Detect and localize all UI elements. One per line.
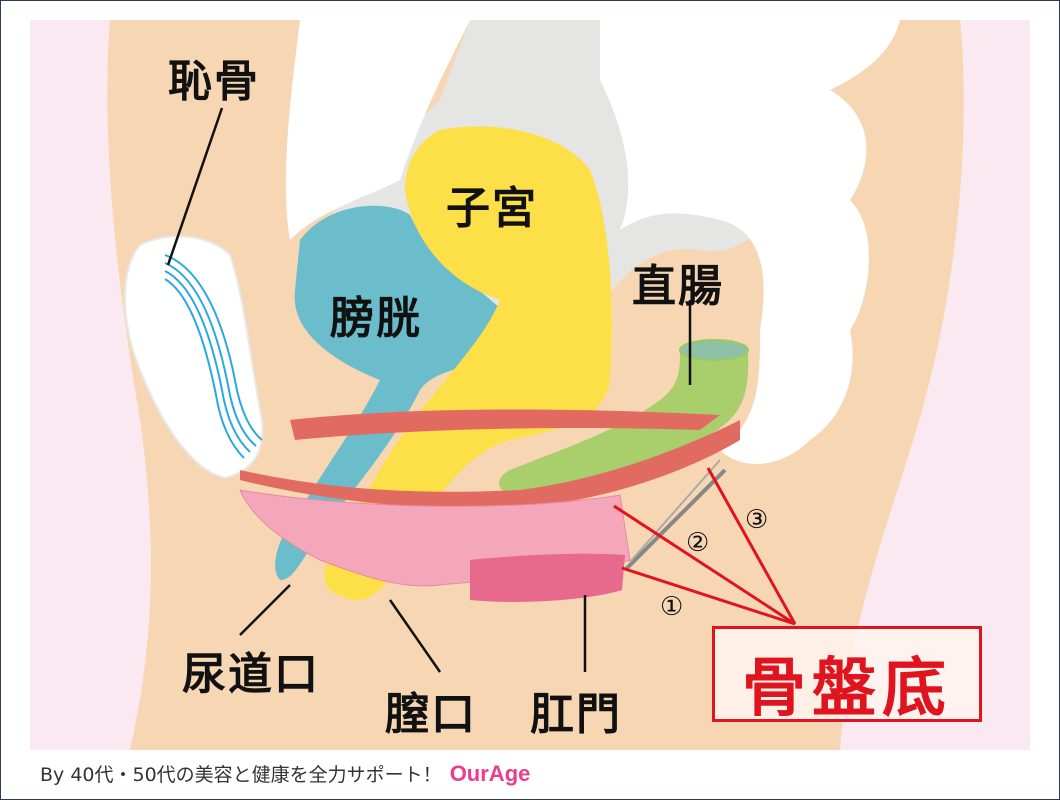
sacrum-bone [600,20,900,464]
marker-2: ② [686,528,710,558]
label-urethral-opening: 尿道口 [182,649,320,700]
label-pubic-bone: 恥骨 [168,56,260,107]
footer: By 40代・50代の美容と健康を全力サポート！ OurAge [40,760,530,787]
marker-1: ① [660,592,684,622]
deep-muscle-band [240,420,740,509]
rectum-opening [679,339,749,361]
uterus-shape [324,126,612,601]
label-pelvic-floor: 骨盤底 [742,652,952,726]
brand-logo: OurAge [449,761,531,786]
pelvic-floor-label-box: 骨盤底 [712,626,982,726]
upper-muscle-band [290,409,720,440]
levator-fibers [623,459,727,572]
pubic-bone-leader [166,107,224,266]
label-rectum: 直腸 [632,261,724,312]
vagina-leader [388,599,442,673]
rectum-shape [499,342,749,496]
footer-text: By 40代・50代の美容と健康を全力サポート！ [40,764,442,786]
hip-bone [285,20,470,240]
label-anus: 肛門 [530,689,622,740]
pubic-symphysis-lines [164,254,263,459]
marker-3: ③ [745,505,769,535]
label-uterus: 子宮 [446,183,538,234]
leader-lines [166,107,692,673]
anal-sphincter [470,553,625,602]
pelvic-floor-pointers [613,467,797,626]
label-bladder: 膀胱 [330,293,422,344]
label-vaginal-opening: 膣口 [385,689,477,740]
urethra-leader [239,584,291,636]
